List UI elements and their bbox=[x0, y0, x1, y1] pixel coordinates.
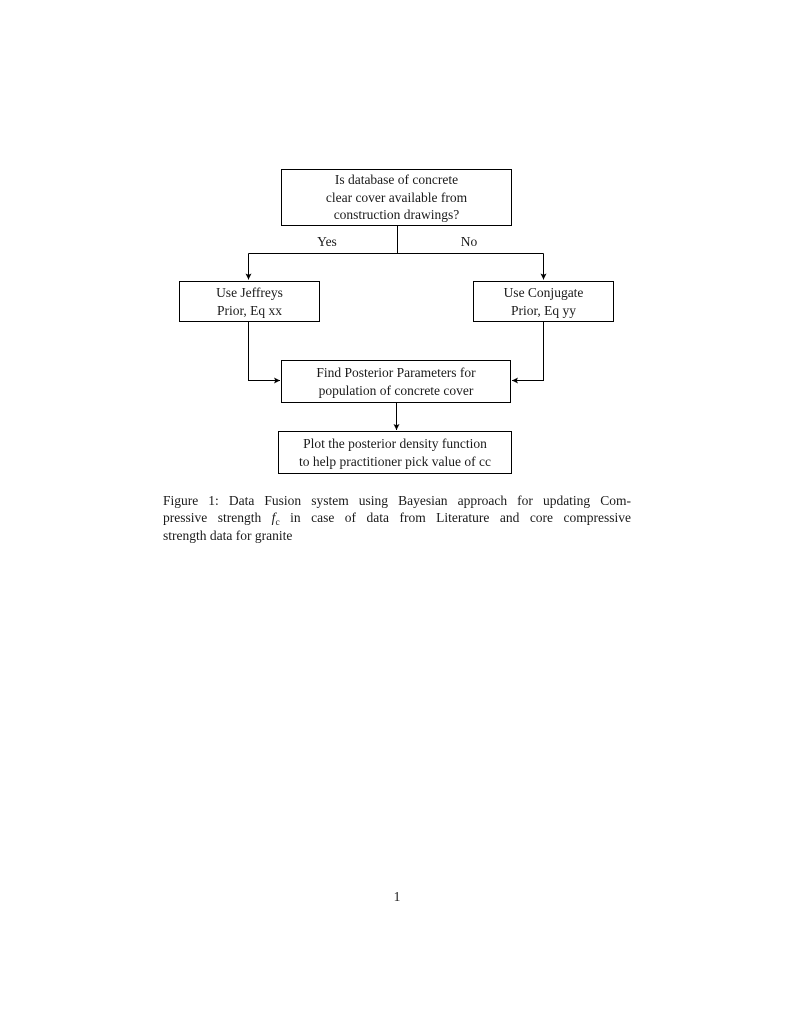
flowchart-node-plot-density: Plot the posterior density function to h… bbox=[278, 431, 512, 474]
branch-label-no: No bbox=[460, 234, 478, 249]
flowchart-node-decision: Is database of concrete clear cover avai… bbox=[281, 169, 512, 226]
caption-math-subscript: c bbox=[275, 517, 280, 528]
flowchart-node-posterior-parameters: Find Posterior Parameters for population… bbox=[281, 360, 511, 403]
caption-line2-text-post: in case of data from Literature and core… bbox=[279, 510, 631, 526]
caption-line-3: strength data for granite bbox=[163, 527, 293, 543]
connector-conjugate-to-posterior bbox=[512, 322, 544, 384]
flowchart-node-jeffreys-prior: Use Jeffreys Prior, Eq xx bbox=[179, 281, 320, 322]
flowchart-node-conjugate-prior: Use Conjugate Prior, Eq yy bbox=[473, 281, 614, 322]
figure-caption: Figure 1: Data Fusion system using Bayes… bbox=[163, 492, 631, 544]
caption-line-2: pressive strength fc in case of data fro… bbox=[163, 509, 631, 528]
caption-line-1: Figure 1: Data Fusion system using Bayes… bbox=[163, 493, 631, 508]
connector-jeffreys-to-posterior bbox=[248, 322, 280, 384]
branch-label-yes: Yes bbox=[317, 234, 337, 249]
page-number: 1 bbox=[393, 889, 401, 904]
caption-line2-text-pre: pressive strength bbox=[163, 510, 272, 526]
caption-math-variable: f bbox=[271, 510, 276, 526]
